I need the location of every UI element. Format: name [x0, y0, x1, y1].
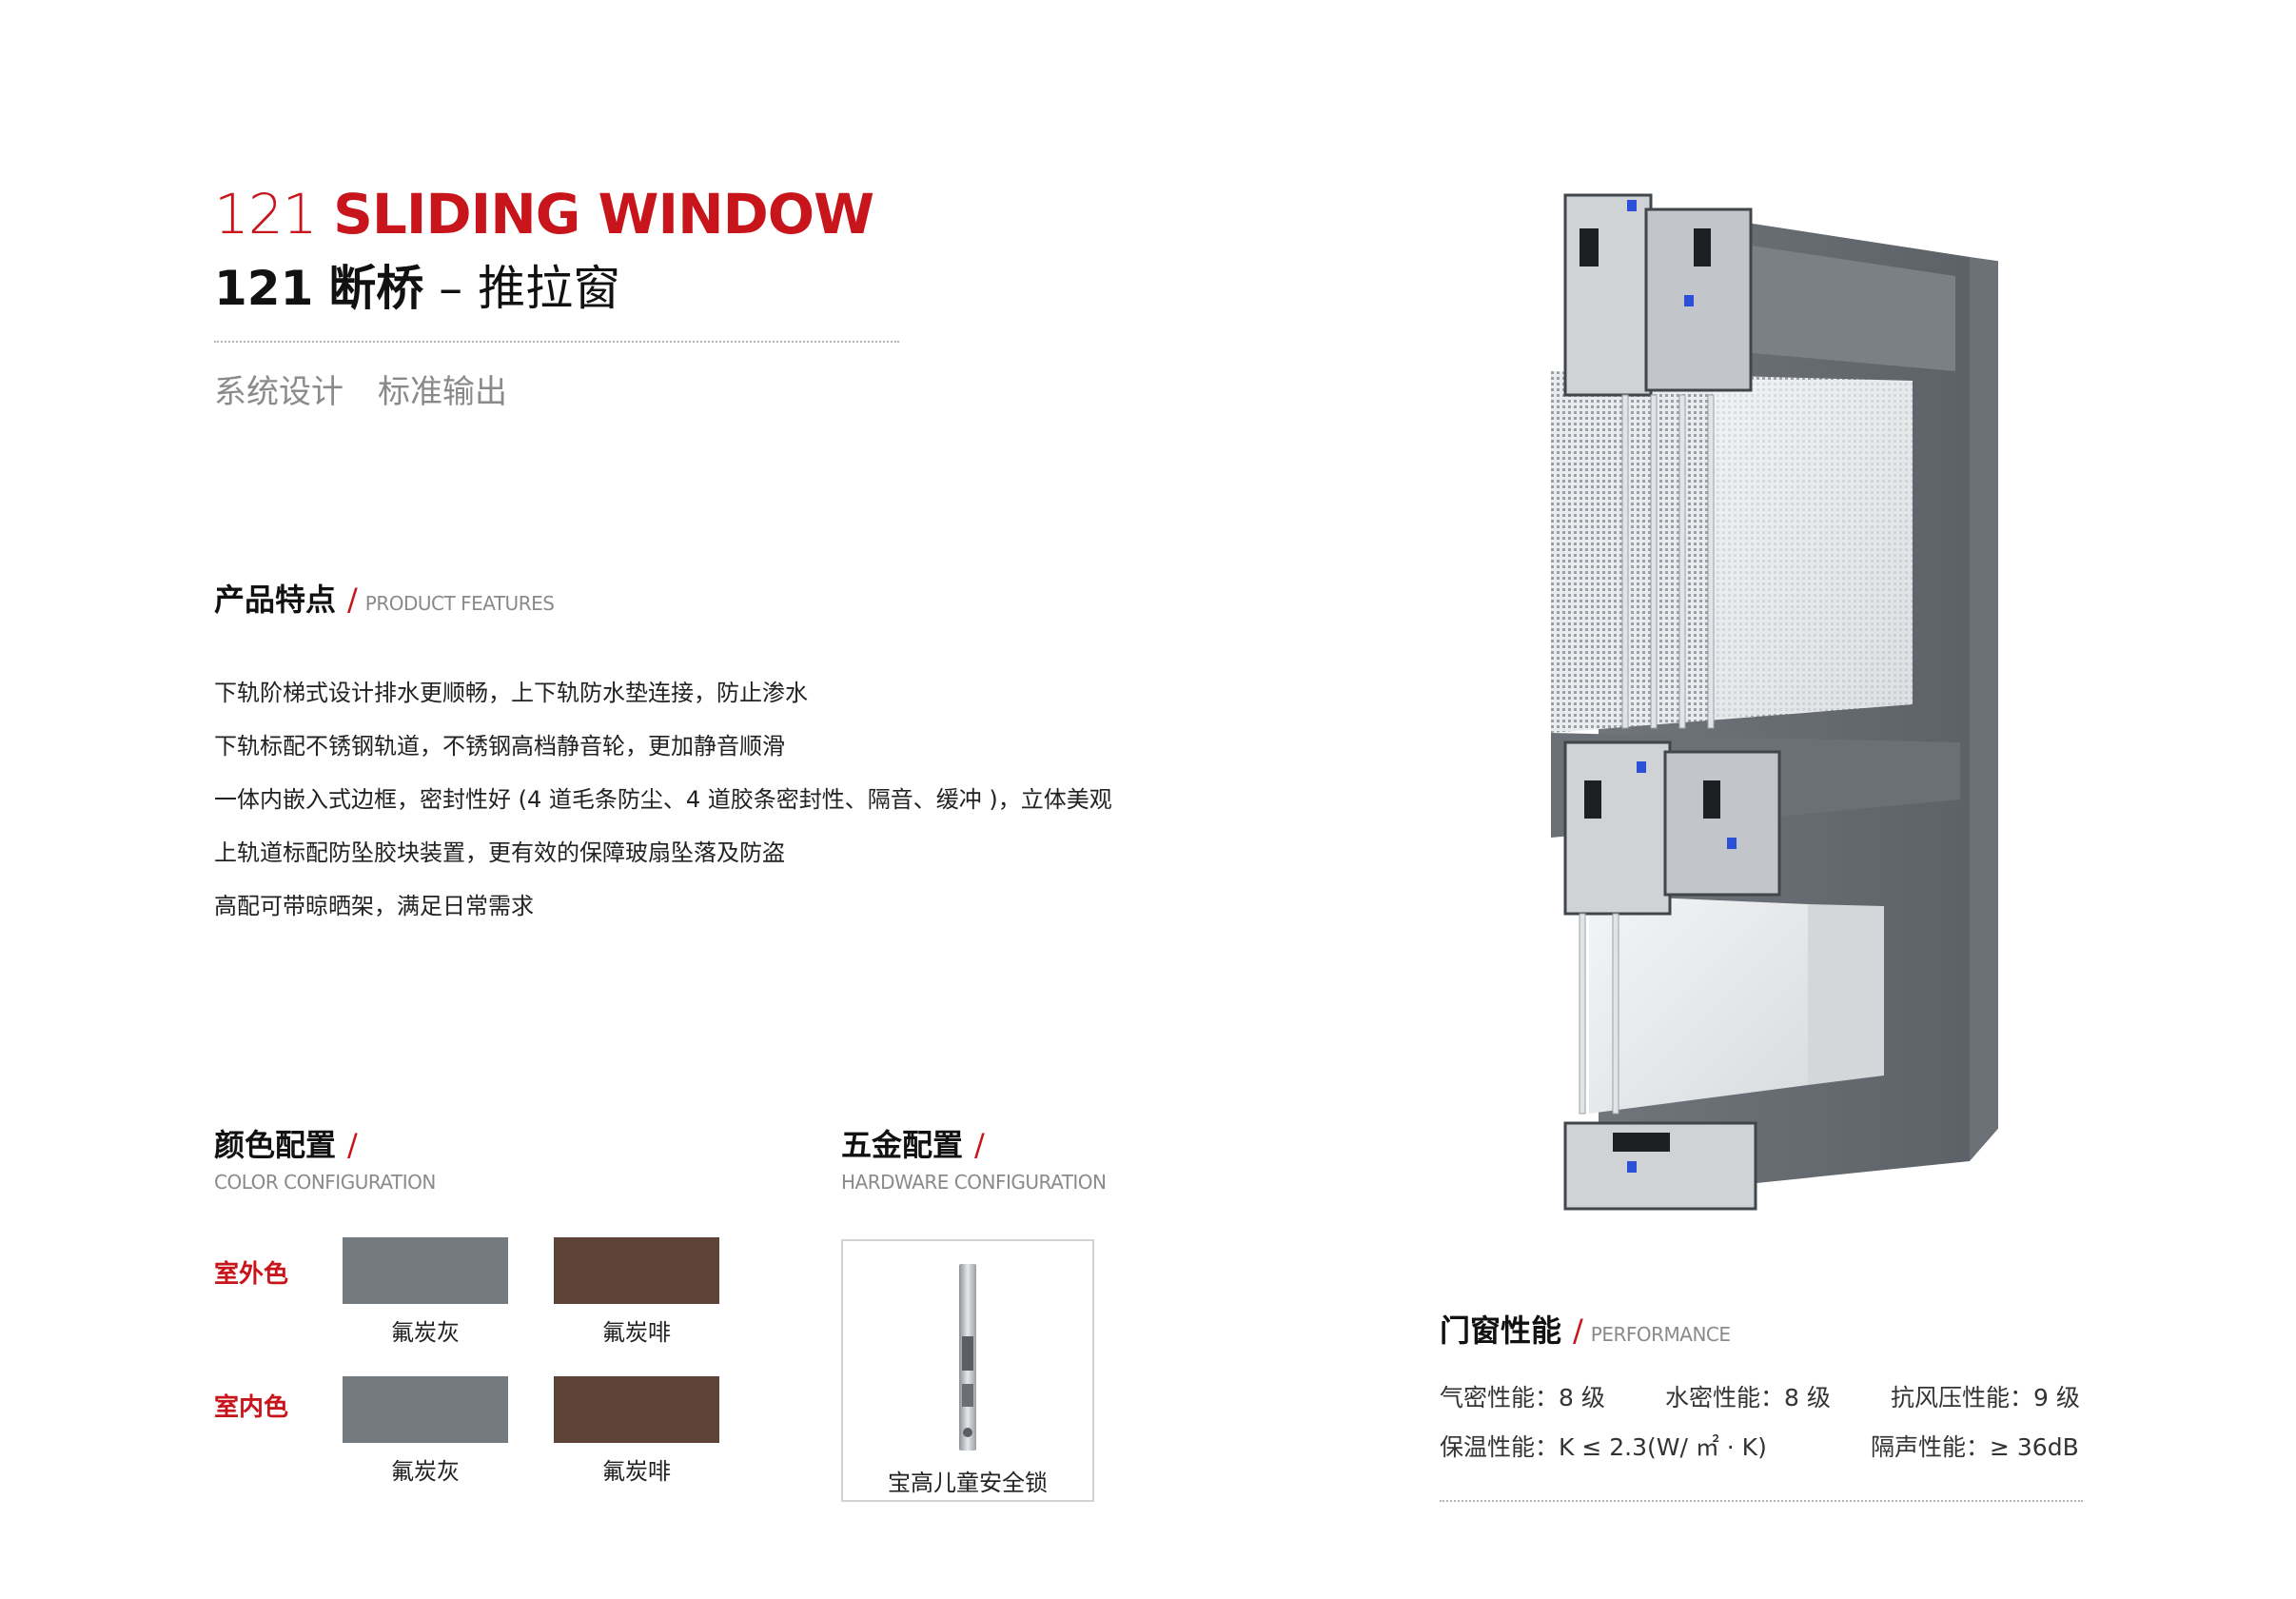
performance-title: 门窗性能 — [1440, 1313, 1562, 1349]
header-divider — [214, 341, 899, 343]
feature-item: 下轨阶梯式设计排水更顺畅，上下轨防水垫连接，防止渗水 — [214, 680, 808, 706]
exterior-gray-swatch[interactable] — [343, 1237, 508, 1304]
hardware-item-name: 宝高儿童安全锁 — [888, 1470, 1048, 1496]
lock-slot — [962, 1384, 973, 1407]
features-title-en: PRODUCT FEATURES — [364, 592, 555, 615]
title-cn-number: 121 — [214, 261, 314, 316]
slash-divider: / — [347, 582, 358, 618]
interior-gray-swatch[interactable] — [343, 1376, 508, 1443]
hardware-card[interactable]: 宝高儿童安全锁 — [841, 1239, 1094, 1502]
title-model-number: 121 — [214, 182, 318, 247]
wind-resistance: 抗风压性能：9 级 — [1891, 1384, 2080, 1411]
subtitle-standard-output: 标准输出 — [378, 373, 507, 411]
exterior-brown-swatch[interactable] — [554, 1237, 719, 1304]
hardware-title: 五金配置 — [841, 1127, 964, 1163]
color-heading: 颜色配置 / — [214, 1126, 365, 1164]
features-list: 下轨阶梯式设计排水更顺畅，上下轨防水垫连接，防止渗水 下轨标配不锈钢轨道，不锈钢… — [214, 666, 1261, 933]
exterior-color-label: 室外色 — [214, 1260, 289, 1289]
swatch-name: 氟炭啡 — [602, 1319, 671, 1346]
title-cn-type: – 推拉窗 — [423, 261, 621, 316]
slash-divider: / — [347, 1127, 358, 1163]
title-chinese: 121 断桥 – 推拉窗 — [214, 259, 620, 318]
feature-item: 高配可带晾晒架，满足日常需求 — [214, 893, 534, 919]
window-cross-section-image — [1551, 193, 1998, 1211]
features-heading: 产品特点 / PRODUCT FEATURES — [214, 581, 555, 622]
lock-screw — [963, 1428, 972, 1437]
swatch-name: 氟炭灰 — [391, 1458, 460, 1485]
hardware-title-en: HARDWARE CONFIGURATION — [841, 1171, 1107, 1194]
performance-heading: 门窗性能 / PERFORMANCE — [1440, 1312, 1731, 1353]
swatch-name: 氟炭灰 — [391, 1319, 460, 1346]
title-cn-bridge: 断桥 — [328, 261, 424, 316]
performance-divider — [1440, 1500, 2083, 1502]
color-title-en: COLOR CONFIGURATION — [214, 1171, 436, 1194]
color-title: 颜色配置 — [214, 1127, 337, 1163]
subtitle-system-design: 系统设计 — [214, 373, 343, 411]
features-title: 产品特点 — [214, 582, 337, 618]
lock-slot — [962, 1336, 973, 1371]
performance-title-en: PERFORMANCE — [1590, 1323, 1731, 1346]
feature-item: 下轨标配不锈钢轨道，不锈钢高档静音轮，更加静音顺滑 — [214, 733, 785, 760]
title-english: 121 SLIDING WINDOW — [214, 181, 874, 247]
sound-insulation: 隔声性能：≥ 36dB — [1871, 1433, 2079, 1461]
interior-color-label: 室内色 — [214, 1393, 289, 1422]
interior-brown-swatch[interactable] — [554, 1376, 719, 1443]
subtitle: 系统设计标准输出 — [214, 371, 507, 413]
lower-glass — [1589, 895, 1808, 1114]
thermal-insulation: 保温性能：K ≤ 2.3(W/ ㎡ · K) — [1440, 1433, 1767, 1461]
water-tightness: 水密性能：8 级 — [1665, 1384, 1831, 1411]
slash-divider: / — [1573, 1313, 1583, 1349]
swatch-name: 氟炭啡 — [602, 1458, 671, 1485]
title-product-name: SLIDING WINDOW — [333, 182, 874, 247]
hardware-heading: 五金配置 / — [841, 1126, 992, 1164]
air-tightness: 气密性能：8 级 — [1440, 1384, 1605, 1411]
feature-item: 上轨道标配防坠胶块装置，更有效的保障玻扇坠落及防盗 — [214, 839, 785, 866]
frame-side — [1970, 257, 1998, 1161]
feature-item: 一体内嵌入式边框，密封性好 (4 道毛条防尘、4 道胶条密封性、隔音、缓冲 )，… — [214, 786, 1112, 813]
slash-divider: / — [974, 1127, 985, 1163]
